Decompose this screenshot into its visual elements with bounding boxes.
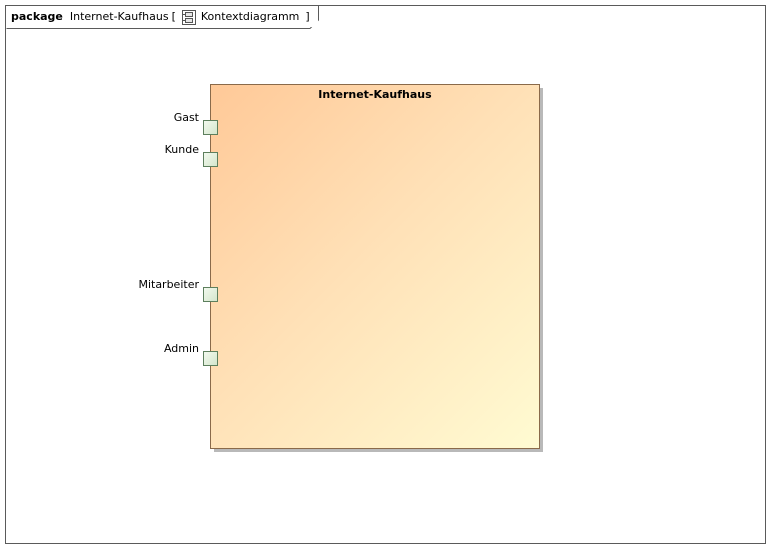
port-label-kunde: Kunde (164, 143, 199, 156)
port-label-mitarbeiter: Mitarbeiter (138, 278, 199, 291)
frame-name: Internet-Kaufhaus (69, 10, 169, 23)
frame-header: package Internet-Kaufhaus [ Kontextdiagr… (6, 6, 318, 27)
diagram-icon (181, 9, 196, 25)
system-block[interactable]: Internet-Kaufhaus (210, 84, 540, 449)
port-admin[interactable] (203, 351, 218, 366)
port-mitarbeiter[interactable] (203, 287, 218, 302)
frame-keyword: package (11, 10, 63, 23)
frame-close-bracket: ] (305, 10, 310, 23)
port-label-gast: Gast (173, 111, 199, 124)
frame-open-bracket: [ (171, 10, 176, 23)
frame-diagram-type: Kontextdiagramm (200, 10, 300, 23)
port-gast[interactable] (203, 120, 218, 135)
port-kunde[interactable] (203, 152, 218, 167)
block-title: Internet-Kaufhaus (318, 88, 432, 101)
port-label-admin: Admin (163, 342, 199, 355)
